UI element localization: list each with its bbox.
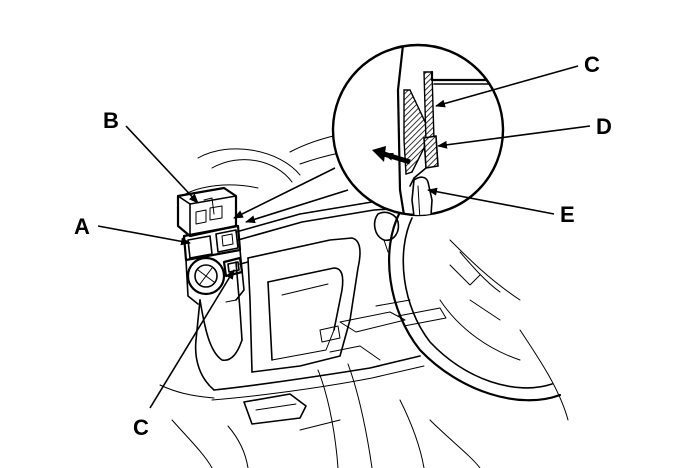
callout-labels: B A C C D E [74, 52, 612, 440]
label-c-main: C [133, 415, 149, 440]
removal-direction-arrow [383, 151, 411, 165]
label-c-detail: C [584, 52, 600, 77]
dashboard-drawing [159, 124, 569, 468]
label-a: A [74, 214, 90, 239]
tool-e [411, 176, 433, 215]
clip-d-section [423, 135, 439, 169]
label-d: D [596, 114, 612, 139]
control-unit-assembly [176, 186, 249, 305]
leader-lines [97, 65, 591, 409]
dash-panel-section [403, 89, 429, 175]
detail-view [331, 43, 505, 217]
label-b: B [103, 108, 119, 133]
clip-c-section [423, 71, 435, 143]
label-e: E [560, 202, 575, 227]
